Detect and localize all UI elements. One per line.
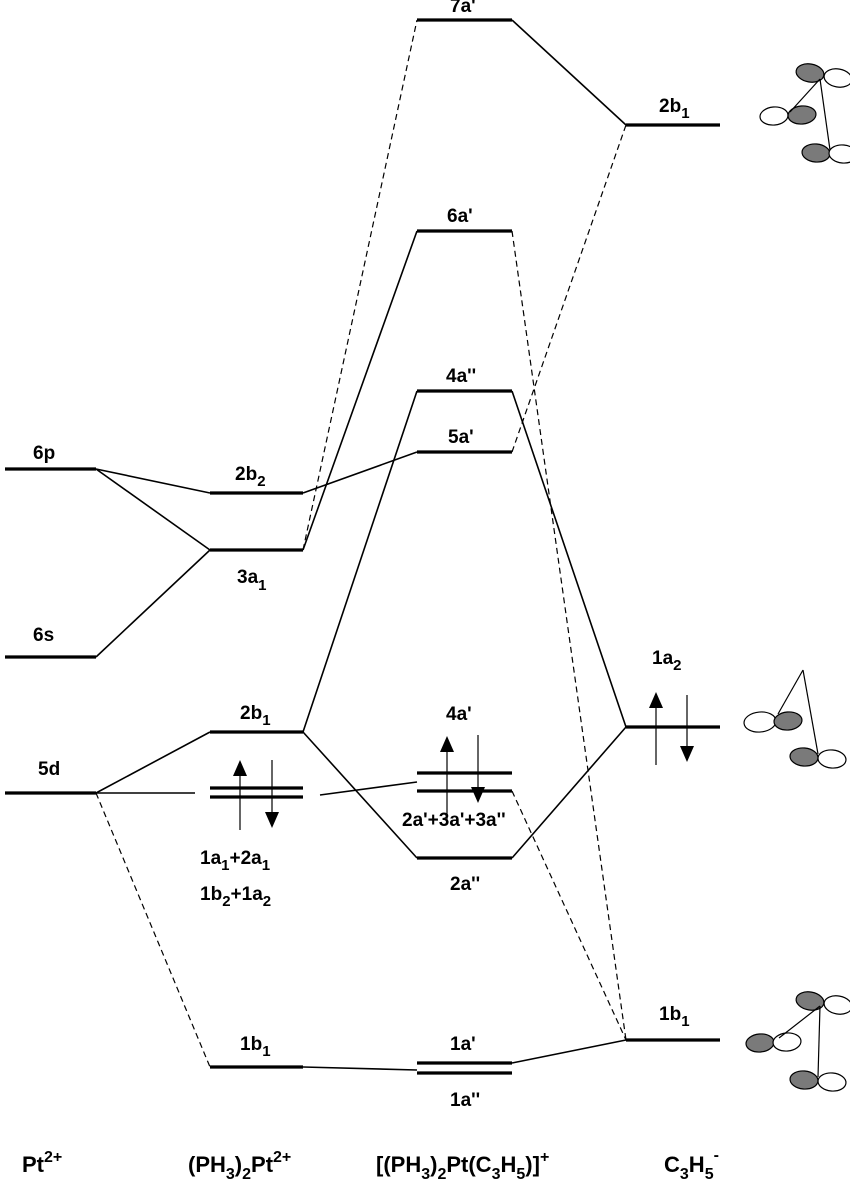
column-label-complex: [(PH3)2Pt(C3H5)]+: [376, 1149, 549, 1183]
column-label-pt: Pt2+: [22, 1149, 62, 1177]
electron-pair-c: [440, 735, 485, 820]
label-m-1b1: 1b1: [240, 1034, 271, 1060]
label-m-d-line2: 1b2+1a2: [200, 884, 271, 910]
label-c-4a: 4a': [446, 704, 472, 725]
column-label-allyl: C3H5-: [664, 1147, 719, 1183]
electron-pair-a: [649, 692, 694, 765]
label-m-2b1: 2b1: [240, 703, 271, 729]
label-c-2a2: 2a'': [450, 874, 480, 895]
label-c-1a: 1a': [450, 1034, 476, 1055]
electron-pair-m: [233, 760, 279, 830]
label-m-d-line1: 1a1+2a1: [200, 848, 270, 874]
label-pt-6p: 6p: [33, 443, 55, 464]
label-m-3a1: 3a1: [237, 567, 266, 594]
solid-correlations: [95, 19, 627, 1071]
label-c-2a3a3a: 2a'+3a'+3a'': [402, 810, 506, 831]
orbital-picture-2b1: [759, 63, 850, 164]
dashed-correlations: [95, 19, 627, 1068]
label-c-6a: 6a': [447, 206, 473, 227]
label-pt-6s: 6s: [33, 625, 54, 646]
label-c-4a2: 4a'': [446, 366, 476, 387]
label-c-7a: 7a': [450, 0, 476, 17]
column-label-fragment: (PH3)2Pt2+: [188, 1149, 291, 1183]
label-m-2b2: 2b2: [235, 464, 266, 490]
label-c-1a2: 1a'': [450, 1090, 480, 1111]
label-a-2b1: 2b1: [659, 96, 690, 122]
label-a-1a2: 1a2: [652, 648, 681, 674]
label-c-5a: 5a': [448, 427, 474, 448]
label-a-1b1: 1b1: [659, 1004, 690, 1030]
orbital-picture-1a2: [743, 669, 847, 769]
label-pt-5d: 5d: [38, 759, 60, 780]
orbital-picture-1b1: [745, 991, 850, 1092]
